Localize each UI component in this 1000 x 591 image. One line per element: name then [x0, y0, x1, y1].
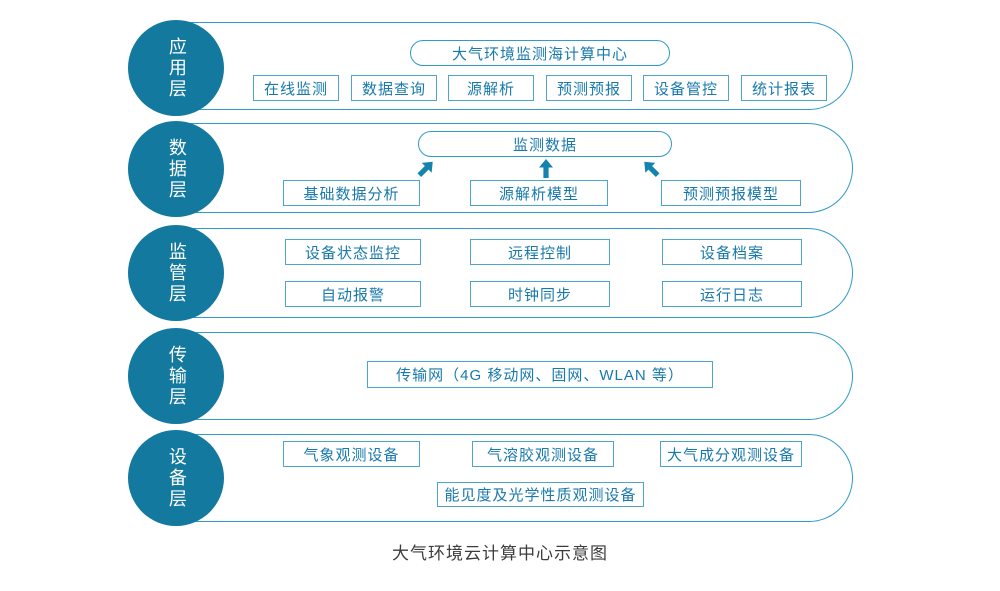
application-layer-circle: 应用层 [128, 20, 224, 116]
arrow-up-right-icon [413, 155, 439, 181]
device-layer-circle: 设备层 [128, 430, 224, 526]
data-model-box: 预测预报模型 [661, 180, 801, 206]
data-model-box: 基础数据分析 [283, 180, 420, 206]
app-center-pill: 大气环境监测海计算中心 [410, 40, 670, 66]
data-model-box: 源解析模型 [470, 180, 608, 206]
supervision-layer-label: 监管层 [166, 241, 187, 305]
data-layer-circle: 数据层 [128, 121, 224, 217]
app-function-box: 数据查询 [351, 75, 437, 101]
device-box: 气溶胶观测设备 [472, 441, 614, 467]
diagram-caption: 大气环境云计算中心示意图 [392, 544, 608, 563]
supervision-box: 自动报警 [285, 281, 421, 307]
supervision-layer-circle: 监管层 [128, 225, 224, 321]
device-box: 气象观测设备 [283, 441, 420, 467]
app-function-box: 在线监测 [253, 75, 339, 101]
app-function-box: 统计报表 [741, 75, 827, 101]
app-function-box: 预测预报 [546, 75, 632, 101]
device-box: 能见度及光学性质观测设备 [437, 482, 644, 507]
supervision-box: 运行日志 [662, 281, 802, 307]
transmission-layer-label: 传输层 [166, 344, 187, 408]
supervision-box: 设备状态监控 [285, 239, 421, 265]
monitoring-data-pill: 监测数据 [418, 131, 672, 157]
device-layer-label: 设备层 [166, 446, 187, 510]
transmission-layer-circle: 传输层 [128, 328, 224, 424]
application-layer-label: 应用层 [166, 36, 187, 100]
device-box: 大气成分观测设备 [660, 441, 802, 467]
transmission-network-box: 传输网（4G 移动网、固网、WLAN 等） [367, 361, 713, 388]
app-function-box: 设备管控 [643, 75, 729, 101]
arrow-up-icon [537, 159, 555, 178]
supervision-box: 远程控制 [470, 239, 610, 265]
supervision-box: 设备档案 [662, 239, 802, 265]
app-function-box: 源解析 [448, 75, 534, 101]
supervision-box: 时钟同步 [470, 281, 610, 307]
arrow-up-left-icon [638, 155, 664, 181]
data-layer-label: 数据层 [166, 137, 187, 201]
